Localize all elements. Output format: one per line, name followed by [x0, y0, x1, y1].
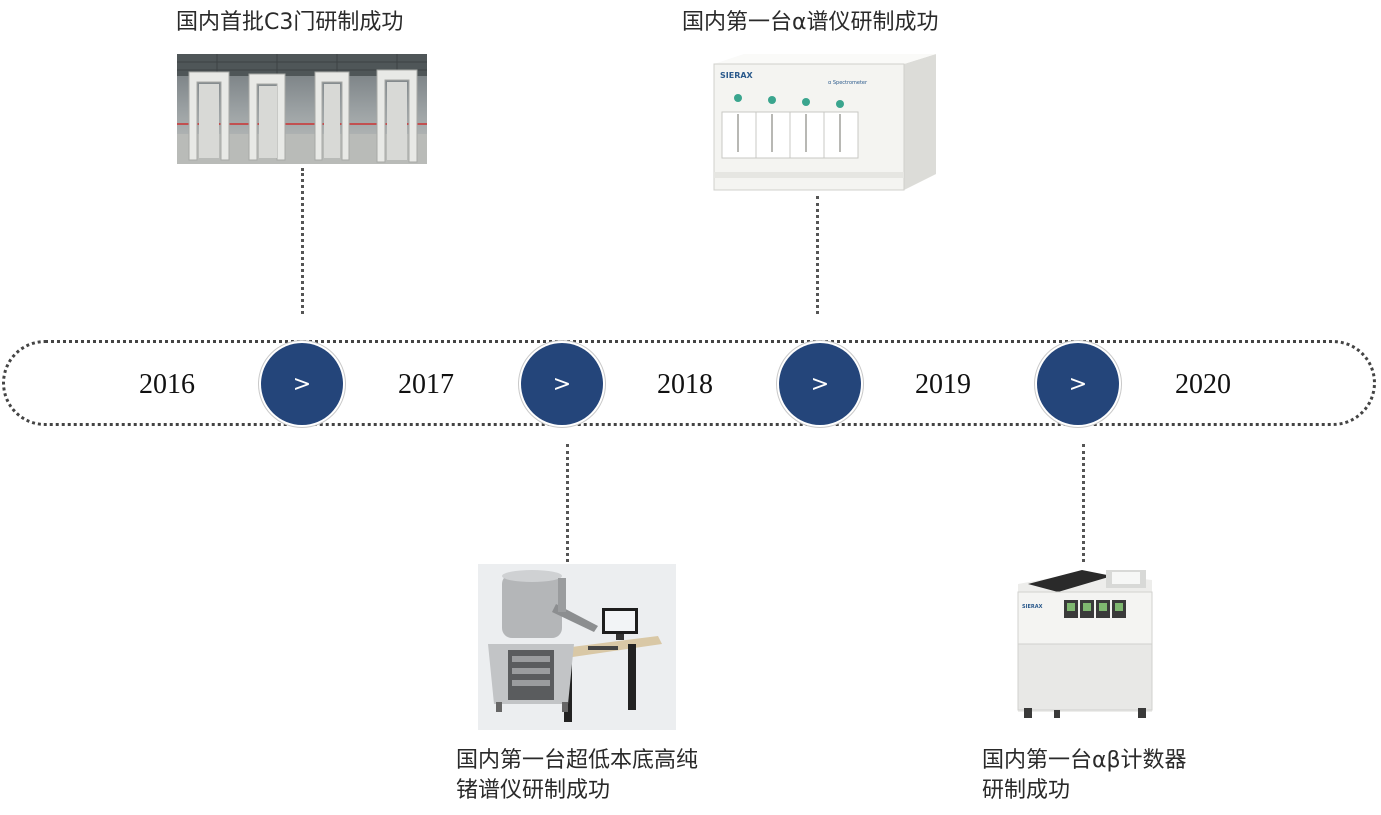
caption-alpha-spectrometer: 国内第一台α谱仪研制成功: [682, 8, 939, 38]
year-2019: 2019: [915, 369, 971, 400]
arrow-button-2[interactable]: >: [521, 343, 603, 425]
year-2018: 2018: [657, 369, 713, 400]
hpge-spectrometer-photo: [478, 564, 676, 730]
alpha-beta-counter-photo: SIERAX: [1014, 562, 1156, 722]
connector-2019: [1082, 444, 1085, 562]
alpha-spectrometer-photo: SIERAX α Spectrometer: [700, 48, 942, 196]
caption-hpge-spectrometer: 国内第一台超低本底高纯 锗谱仪研制成功: [456, 746, 698, 806]
c3-gate-photo: [177, 54, 427, 164]
svg-text:SIERAX: SIERAX: [720, 71, 754, 80]
caption-line: 锗谱仪研制成功: [456, 778, 611, 803]
svg-text:SIERAX: SIERAX: [1022, 604, 1043, 610]
timeline-track: [2, 340, 1376, 426]
caption-alpha-beta-counter: 国内第一台αβ计数器 研制成功: [982, 746, 1187, 806]
caption-line: 国内第一台α谱仪研制成功: [682, 10, 939, 35]
svg-text:α Spectrometer: α Spectrometer: [828, 80, 868, 86]
caption-line: 研制成功: [982, 778, 1071, 803]
arrow-button-3[interactable]: >: [779, 343, 861, 425]
year-2020: 2020: [1175, 369, 1231, 400]
arrow-button-1[interactable]: >: [261, 343, 343, 425]
arrow-button-4[interactable]: >: [1037, 343, 1119, 425]
connector-2016: [301, 168, 304, 314]
connector-2018: [816, 196, 819, 314]
year-2016: 2016: [139, 369, 195, 400]
caption-line: 国内首批C3门研制成功: [176, 10, 404, 35]
caption-c3-gate: 国内首批C3门研制成功: [176, 8, 403, 38]
caption-line: 国内第一台超低本底高纯: [456, 748, 699, 773]
caption-line: 国内第一台αβ计数器: [982, 748, 1187, 773]
year-2017: 2017: [398, 369, 454, 400]
connector-2017: [566, 444, 569, 562]
